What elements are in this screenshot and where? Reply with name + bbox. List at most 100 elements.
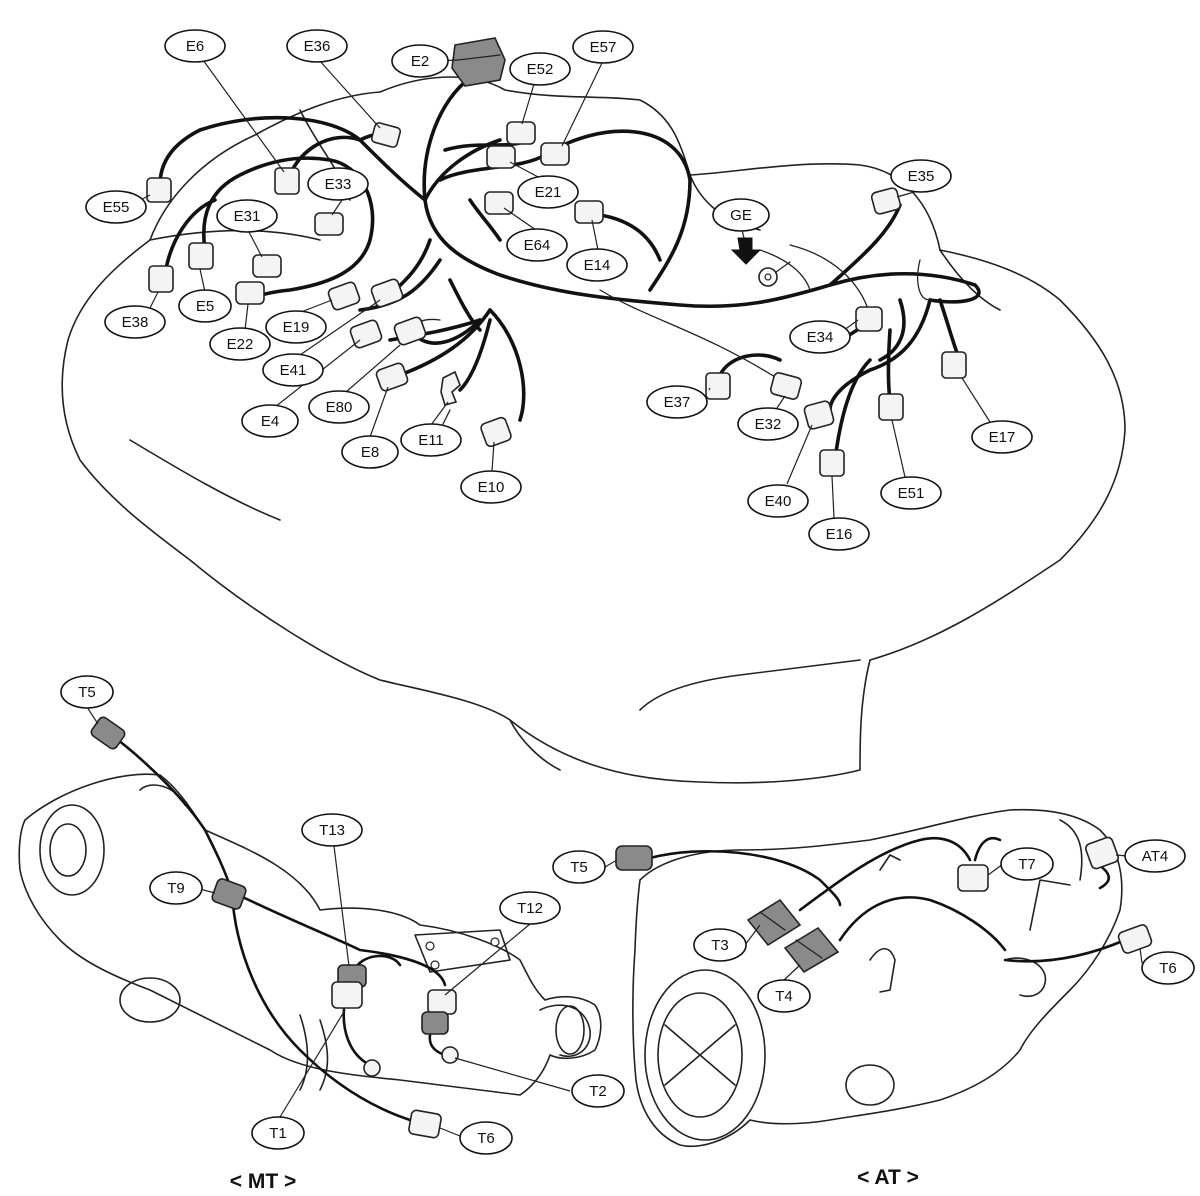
connector-e17-body bbox=[941, 351, 967, 379]
connector-e19-body bbox=[327, 281, 361, 311]
tag-e17: E17 bbox=[971, 420, 1033, 454]
tag-e36: E36 bbox=[286, 29, 348, 63]
connector-e8-body bbox=[375, 362, 409, 392]
tag-e35: E35 bbox=[890, 159, 952, 193]
svg-text:E31: E31 bbox=[234, 208, 261, 225]
connector-t9-body bbox=[211, 878, 247, 910]
svg-text:E17: E17 bbox=[989, 429, 1016, 446]
connector-t4-body bbox=[783, 926, 840, 974]
tag-e37: E37 bbox=[646, 385, 708, 419]
svg-text:E34: E34 bbox=[807, 329, 834, 346]
svg-text:E51: E51 bbox=[898, 485, 925, 502]
tag-e21: E21 bbox=[517, 175, 579, 209]
at-connector-tags: T5 T7 AT4 T3 T4 T6 bbox=[552, 839, 1195, 1013]
svg-text:E5: E5 bbox=[196, 298, 214, 315]
caption-mt: < MT > bbox=[230, 1170, 297, 1193]
tag-t12: T12 bbox=[499, 891, 561, 925]
connector-t6-at-body bbox=[1117, 924, 1153, 954]
connector-e51-body bbox=[878, 393, 904, 421]
tag-t13: T13 bbox=[301, 813, 363, 847]
svg-text:T5: T5 bbox=[78, 684, 96, 701]
connector-e34-body bbox=[855, 306, 883, 332]
connector-e22-body bbox=[235, 281, 265, 305]
tag-e57: E57 bbox=[572, 30, 634, 64]
svg-text:T2: T2 bbox=[589, 1083, 607, 1100]
connector-e31-body bbox=[252, 254, 282, 278]
connector-e33-body bbox=[314, 212, 344, 236]
connector-t3-body bbox=[746, 898, 802, 947]
svg-text:E52: E52 bbox=[527, 61, 554, 78]
connector-e16-body bbox=[819, 449, 845, 477]
svg-text:E33: E33 bbox=[325, 176, 352, 193]
tag-e4: E4 bbox=[241, 404, 299, 438]
tag-e10: E10 bbox=[460, 470, 522, 504]
mt-connector-tags: T5 T9 T13 T12 T2 T1 T6 bbox=[60, 675, 625, 1155]
tag-e64: E64 bbox=[506, 228, 568, 262]
connector-e6-body bbox=[274, 167, 300, 195]
tag-e11: E11 bbox=[400, 423, 462, 457]
tag-t4: T4 bbox=[757, 979, 811, 1013]
svg-text:E19: E19 bbox=[283, 319, 310, 336]
tag-e38: E38 bbox=[104, 305, 166, 339]
connector-e80-body bbox=[393, 316, 427, 346]
engine-connector-tags: E6 E36 E2 E52 E57 E55 E33 E31 E21 E64 E1… bbox=[85, 29, 1033, 551]
connector-t7-body bbox=[957, 864, 989, 892]
connector-t5-at-body bbox=[615, 845, 653, 871]
connector-e57-body bbox=[540, 142, 570, 166]
connector-t6-mt-body bbox=[408, 1109, 442, 1139]
connector-e10-body bbox=[480, 416, 512, 448]
connector-e38-body bbox=[148, 265, 174, 293]
svg-text:E32: E32 bbox=[755, 416, 782, 433]
svg-text:E10: E10 bbox=[478, 479, 505, 496]
svg-text:E38: E38 bbox=[122, 314, 149, 331]
engine-harness bbox=[158, 76, 981, 462]
svg-text:E14: E14 bbox=[584, 257, 611, 274]
connector-e21-body bbox=[486, 145, 516, 169]
svg-text:T3: T3 bbox=[711, 937, 729, 954]
connector-t1-body bbox=[363, 1059, 381, 1077]
tag-e40: E40 bbox=[747, 484, 809, 518]
connector-e55-body bbox=[146, 177, 172, 203]
tag-t5-mt: T5 bbox=[60, 675, 114, 709]
tag-e22: E22 bbox=[209, 327, 271, 361]
svg-text:E2: E2 bbox=[411, 53, 429, 70]
tag-e34: E34 bbox=[789, 320, 851, 354]
tag-e51: E51 bbox=[880, 476, 942, 510]
connector-e37-body bbox=[705, 372, 731, 400]
tag-t7: T7 bbox=[1000, 847, 1054, 881]
svg-text:E16: E16 bbox=[826, 526, 853, 543]
svg-text:E55: E55 bbox=[103, 199, 130, 216]
connector-at4-body bbox=[1085, 836, 1119, 870]
svg-text:T6: T6 bbox=[477, 1130, 495, 1147]
at-connectors bbox=[615, 836, 1153, 974]
svg-text:E4: E4 bbox=[261, 413, 279, 430]
svg-text:E21: E21 bbox=[535, 184, 562, 201]
svg-text:T4: T4 bbox=[775, 988, 793, 1005]
svg-text:T12: T12 bbox=[517, 900, 543, 917]
connector-e2-body bbox=[451, 37, 506, 87]
svg-text:T7: T7 bbox=[1018, 856, 1036, 873]
at-leader-lines bbox=[604, 854, 1143, 981]
svg-text:E6: E6 bbox=[186, 38, 204, 55]
tag-t3: T3 bbox=[693, 928, 747, 962]
caption-at: < AT > bbox=[857, 1166, 919, 1189]
connector-t12-body bbox=[421, 989, 457, 1035]
svg-text:E22: E22 bbox=[227, 336, 254, 353]
tag-t6-mt: T6 bbox=[459, 1121, 513, 1155]
svg-text:E11: E11 bbox=[418, 432, 444, 449]
svg-text:T1: T1 bbox=[269, 1125, 287, 1142]
connector-t2-body bbox=[441, 1046, 459, 1064]
at-transmission-outline bbox=[632, 808, 1123, 1147]
tag-e19: E19 bbox=[265, 310, 327, 344]
connector-t5-mt-body bbox=[90, 716, 126, 750]
svg-text:E36: E36 bbox=[304, 38, 331, 55]
tag-e14: E14 bbox=[566, 248, 628, 282]
tag-e32: E32 bbox=[737, 407, 799, 441]
tag-e16: E16 bbox=[808, 517, 870, 551]
mt-connectors bbox=[90, 716, 459, 1139]
svg-text:AT4: AT4 bbox=[1142, 848, 1168, 865]
tag-t2: T2 bbox=[571, 1074, 625, 1108]
connector-e36-body bbox=[370, 122, 402, 148]
svg-text:E35: E35 bbox=[908, 168, 935, 185]
engine-outline bbox=[61, 76, 1126, 784]
